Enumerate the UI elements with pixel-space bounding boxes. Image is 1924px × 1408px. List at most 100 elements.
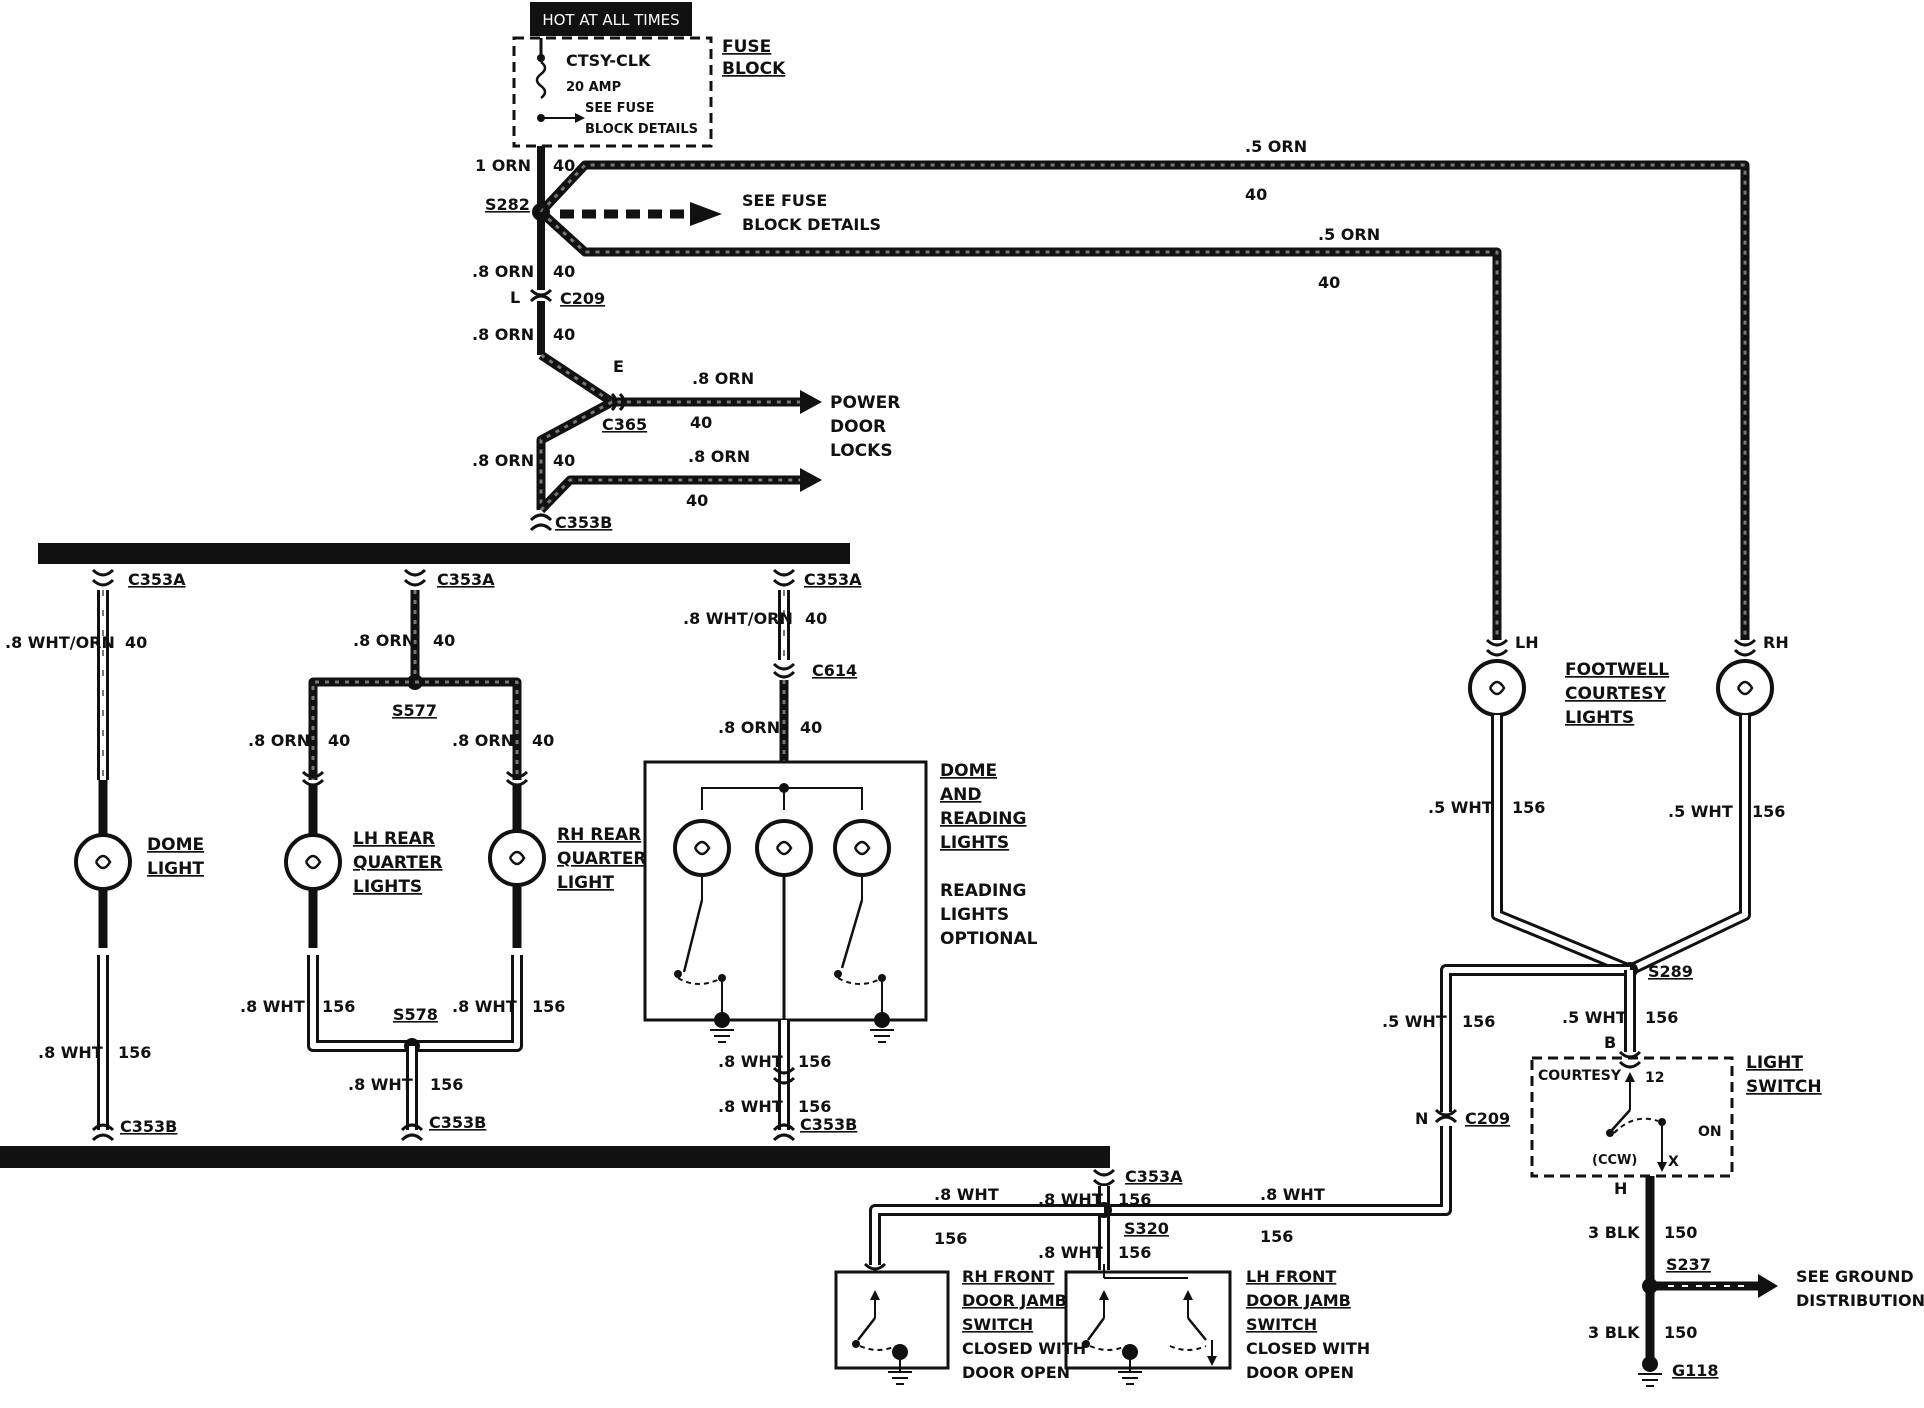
connector-c353a-1-icon xyxy=(91,568,115,587)
pin-h-label: H xyxy=(1614,1179,1627,1198)
footwell-rh-label: RH xyxy=(1763,633,1789,652)
wire-label-08wht-dome: .8 WHT xyxy=(38,1043,103,1062)
splice-s237-label: S237 xyxy=(1666,1255,1711,1274)
fuse-name: CTSY-CLK xyxy=(566,51,651,70)
wire-circuit-150-a: 150 xyxy=(1664,1223,1697,1242)
footwell-label-3: LIGHTS xyxy=(1565,708,1634,728)
pin-l-label: L xyxy=(510,288,520,307)
wire-label-08wht-reading-b: .8 WHT xyxy=(718,1097,783,1116)
dome-light-bulb-icon xyxy=(74,833,132,891)
connector-c353b-1-icon xyxy=(91,1123,115,1142)
wire-label-08orn-lhq: .8 ORN xyxy=(248,731,310,750)
connector-c209-bottom-icon xyxy=(1434,1108,1458,1124)
footwell-rh-bulb-icon xyxy=(1716,659,1774,717)
wire-circuit-156-c209: 156 xyxy=(1260,1227,1293,1246)
wire-circuit-156-rh: 156 xyxy=(1752,802,1785,821)
ground-g118-icon xyxy=(1638,1356,1662,1387)
splice-s320-label: S320 xyxy=(1124,1219,1169,1238)
connector-c353b-3-icon xyxy=(772,1123,796,1142)
connector-c353b-top-icon xyxy=(529,513,553,532)
fuse-block-label-1: FUSE xyxy=(722,37,771,57)
dome-reading-label-4: LIGHTS xyxy=(940,833,1009,853)
wire-circuit-156-switch: 156 xyxy=(1645,1008,1678,1027)
pin-b-label: B xyxy=(1604,1033,1616,1052)
wire-circuit-40-a: 40 xyxy=(553,156,575,175)
connector-c353a-1-label: C353A xyxy=(128,570,186,589)
wire-circuit-40-e: 40 xyxy=(553,451,575,470)
footwell-label-1: FOOTWELL xyxy=(1565,660,1669,680)
dome-reading-label-3: READING xyxy=(940,809,1026,829)
connector-c365-label: C365 xyxy=(602,415,647,434)
wire-circuit-156-c353a: 156 xyxy=(1118,1190,1151,1209)
lh-rear-quarter-bulb-icon xyxy=(284,833,342,891)
rear-quarter-lights-branch: C353A .8 ORN 40 S577 .8 ORN 40 .8 ORN 40… xyxy=(240,568,647,1142)
connector-c353b-2-label: C353B xyxy=(429,1113,486,1132)
wire-label-08wht-c209: .8 WHT xyxy=(1260,1185,1325,1204)
lh-rear-label-3: LIGHTS xyxy=(353,877,422,897)
wire-label-08orn-b: .8 ORN xyxy=(472,325,534,344)
fuse-rating: 20 AMP xyxy=(566,80,621,95)
lh-front-closed-2: DOOR OPEN xyxy=(1246,1363,1354,1382)
fuse-element-icon xyxy=(535,61,547,99)
wire-circuit-156-s289: 156 xyxy=(1462,1012,1495,1031)
wire-label-08orn-rhq: .8 ORN xyxy=(452,731,514,750)
reading-lamp-left-icon xyxy=(673,819,731,1020)
reading-optional-label-1: READING xyxy=(940,881,1026,901)
fuse-block: CTSY-CLK 20 AMP SEE FUSE BLOCK DETAILS F… xyxy=(512,36,786,148)
switch-courtesy-label: COURTESY xyxy=(1538,1068,1622,1084)
upper-bus-bar xyxy=(38,543,850,564)
rh-rear-label-1: RH REAR xyxy=(557,825,641,845)
wire-label-08orn-e: .8 ORN xyxy=(688,447,750,466)
wire-circuit-40-top: 40 xyxy=(1245,185,1267,204)
splice-s577-label: S577 xyxy=(392,701,437,720)
wire-circuit-156-reading-a: 156 xyxy=(798,1052,831,1071)
lower-bus-bar xyxy=(0,1146,1110,1168)
door-jamb-switches: C353A .8 WHT 156 S320 .8 WHT 156 .8 WHT … xyxy=(834,1167,1370,1385)
lh-rear-label-1: LH REAR xyxy=(353,829,435,849)
connector-c353b-1-label: C353B xyxy=(120,1117,177,1136)
wire-circuit-156-rhfront: 156 xyxy=(934,1229,967,1248)
wire-label-08orn-quarter: .8 ORN xyxy=(353,631,415,650)
power-door-locks-arrow-2-icon xyxy=(800,468,822,492)
wire-circuit-40-lhq: 40 xyxy=(328,731,350,750)
rh-front-label-2: DOOR JAMB xyxy=(962,1291,1067,1310)
wire-circuit-40-d: 40 xyxy=(690,413,712,432)
wire-label-08orn-c: .8 ORN xyxy=(692,369,754,388)
see-fuse-mid-2: BLOCK DETAILS xyxy=(742,215,881,234)
connector-c353a-4-icon xyxy=(1092,1168,1116,1187)
wire-label-08wht-rhfront: .8 WHT xyxy=(934,1185,999,1204)
splice-s578-label: S578 xyxy=(393,1005,438,1024)
switch-pin-x-label: X xyxy=(1668,1154,1679,1170)
reading-lamp-right-icon xyxy=(833,819,891,1015)
power-door-locks-arrow-icon xyxy=(800,390,822,414)
footwell-lh-bulb-icon xyxy=(1468,659,1526,717)
wire-label-08whtorn-dome: .8 WHT/ORN xyxy=(5,633,115,652)
wire-label-3blk-b: 3 BLK xyxy=(1588,1323,1640,1342)
wire-label-08orn-reading: .8 ORN xyxy=(718,718,780,737)
fuse-terminal-top xyxy=(537,54,545,62)
wire-circuit-40-reading: 40 xyxy=(805,609,827,628)
connector-c353b-2-icon xyxy=(400,1123,424,1142)
ground-lh-front-icon xyxy=(1118,1344,1142,1385)
wire-circuit-40-b: 40 xyxy=(553,262,575,281)
switch-pin-12-label: 12 xyxy=(1645,1070,1664,1086)
switch-on-label: ON xyxy=(1698,1124,1722,1140)
hot-at-all-times-header: HOT AT ALL TIMES xyxy=(530,2,692,36)
wire-label-08wht-reading-a: .8 WHT xyxy=(718,1052,783,1071)
power-door-locks-label-2: DOOR xyxy=(830,417,886,437)
wire-label-05wht-s289: .5 WHT xyxy=(1382,1012,1447,1031)
dome-lamp-center-icon xyxy=(755,819,813,1020)
rh-front-closed-2: DOOR OPEN xyxy=(962,1363,1070,1382)
dome-reading-lights-branch: C353A .8 WHT/ORN 40 C614 .8 ORN 40 xyxy=(643,568,1038,1142)
wire-circuit-40-f: 40 xyxy=(686,491,708,510)
fuse-see-fuse-1: SEE FUSE xyxy=(585,101,654,116)
dome-light-label-2: LIGHT xyxy=(147,859,204,879)
fuse-see-fuse-2: BLOCK DETAILS xyxy=(585,122,698,137)
pin-n-label: N xyxy=(1415,1109,1428,1128)
rh-rear-quarter-bulb-icon xyxy=(488,829,546,887)
rh-front-label-1: RH FRONT xyxy=(962,1267,1055,1286)
rh-front-label-3: SWITCH xyxy=(962,1315,1033,1334)
rh-front-door-jamb-switch-box xyxy=(834,1270,950,1370)
wire-label-05orn-mid: .5 ORN xyxy=(1318,225,1380,244)
